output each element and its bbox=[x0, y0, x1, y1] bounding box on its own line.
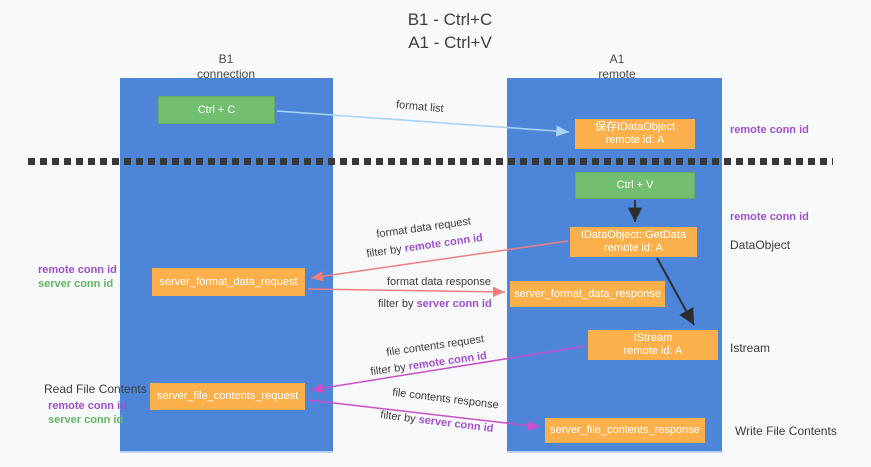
istream-line2: remote id: A bbox=[623, 345, 683, 357]
edge-label-file-contents-response: file contents response bbox=[391, 386, 500, 412]
column-header-b1: B1 connection bbox=[166, 52, 286, 82]
node-server-file-contents-response: server_file_contents_response bbox=[545, 418, 705, 443]
ctrl-c-label: Ctrl + C bbox=[197, 103, 236, 116]
column-a1-role: remote bbox=[598, 67, 636, 81]
server-format-data-response-label: server_format_data_response bbox=[514, 287, 661, 300]
column-b1-name: B1 bbox=[218, 52, 234, 66]
server-format-data-request-label: server_format_data_request bbox=[159, 275, 298, 288]
annotation-dataobject: DataObject bbox=[730, 238, 791, 252]
diagram-title: B1 - Ctrl+C A1 - Ctrl+V bbox=[300, 8, 600, 54]
edge-label-format-list: format list bbox=[395, 98, 445, 116]
annotation-left-server-conn-id-top: server conn id bbox=[38, 278, 114, 290]
title-line-2: A1 - Ctrl+V bbox=[408, 33, 492, 52]
edge-label-format-data-response: format data response bbox=[387, 276, 491, 288]
save-idataobject-line2: remote id: A bbox=[605, 134, 665, 146]
arrow-format-data-response bbox=[307, 286, 506, 298]
edge-label-filter-server-1: filter by server conn id bbox=[378, 298, 492, 310]
istream-line1: IStream bbox=[633, 332, 673, 344]
node-ctrl-c: Ctrl + C bbox=[158, 96, 275, 124]
filter-by-text: filter by bbox=[369, 360, 410, 379]
idataobject-getdata-line1: IDataObject::GetData bbox=[580, 229, 687, 241]
annotation-left-remote-conn-id-bottom: remote conn id bbox=[48, 400, 127, 412]
filter-by-text: filter by bbox=[365, 242, 406, 261]
annotation-left-remote-conn-id-top: remote conn id bbox=[38, 264, 117, 276]
annotation-left-server-conn-id-bottom: server conn id bbox=[48, 414, 124, 426]
server-conn-id-text: server conn id bbox=[417, 413, 495, 435]
annotation-remote-conn-id-top: remote conn id bbox=[730, 124, 809, 136]
node-istream: IStream remote id: A bbox=[588, 330, 718, 360]
node-idataobject-getdata: IDataObject::GetData remote id: A bbox=[570, 227, 697, 257]
annotation-istream: Istream bbox=[730, 341, 771, 355]
node-ctrl-v: Ctrl + V bbox=[575, 172, 695, 199]
title-line-1: B1 - Ctrl+C bbox=[407, 10, 493, 29]
remote-conn-id-text: remote conn id bbox=[403, 231, 484, 255]
column-header-a1: A1 remote bbox=[557, 52, 677, 82]
filter-by-text: filter by bbox=[378, 298, 417, 310]
node-server-format-data-response: server_format_data_response bbox=[510, 281, 665, 307]
node-save-idataobject: 保存IDataObject remote id: A bbox=[575, 119, 695, 149]
annotation-remote-conn-id-mid: remote conn id bbox=[730, 211, 809, 223]
idataobject-getdata-line2: remote id: A bbox=[604, 242, 663, 254]
server-file-contents-response-label: server_file_contents_response bbox=[550, 424, 700, 436]
phase-separator-dashed-line bbox=[28, 158, 833, 165]
server-conn-id-text: server conn id bbox=[416, 298, 492, 310]
column-b1-role: connection bbox=[196, 67, 256, 81]
ctrl-v-label: Ctrl + V bbox=[616, 179, 654, 191]
node-server-file-contents-request: server_file_contents_request bbox=[150, 383, 305, 410]
save-idataobject-line1: 保存IDataObject bbox=[594, 121, 676, 133]
edge-label-filter-server-2: filter by server conn id bbox=[380, 409, 494, 435]
node-server-format-data-request: server_format_data_request bbox=[152, 268, 305, 296]
annotation-write-file-contents: Write File Contents bbox=[735, 424, 837, 438]
annotation-read-file-contents: Read File Contents bbox=[44, 382, 147, 396]
server-file-contents-request-label: server_file_contents_request bbox=[156, 390, 299, 402]
column-a1-name: A1 bbox=[609, 52, 625, 66]
filter-by-text: filter by bbox=[379, 409, 420, 426]
